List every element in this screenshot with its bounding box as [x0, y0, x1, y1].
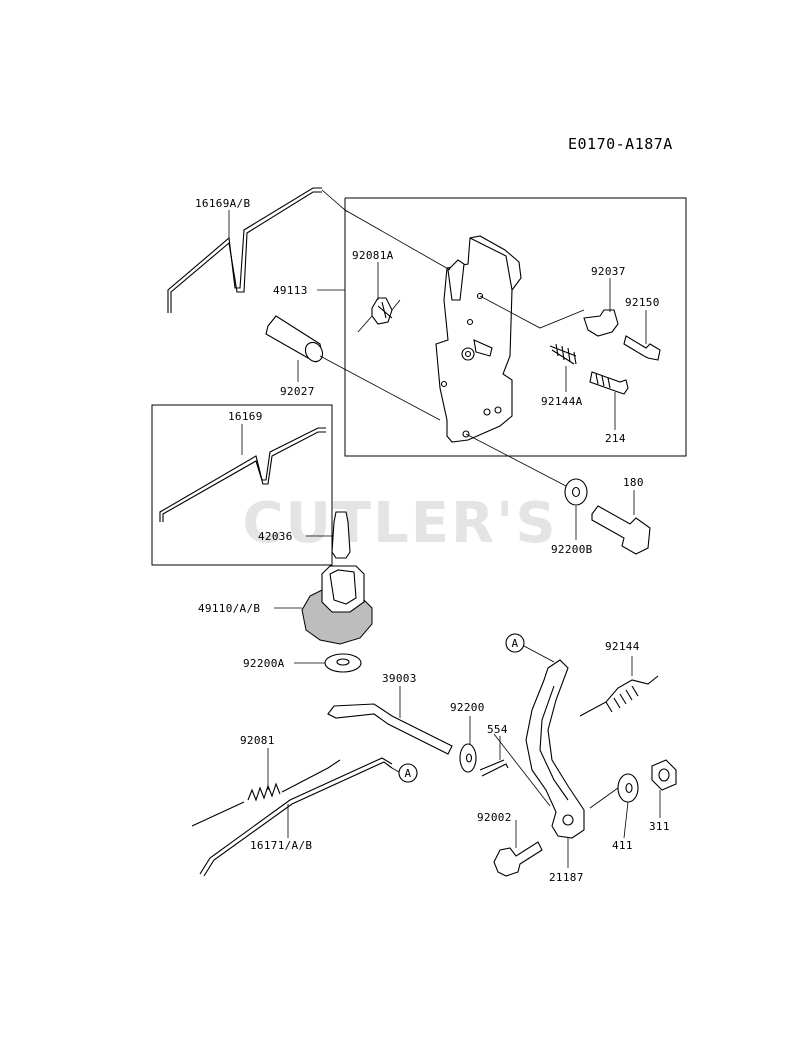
label-21187: 21187	[549, 871, 584, 884]
label-92144: 92144	[605, 640, 640, 653]
clamp-92037	[583, 309, 619, 337]
pin-554	[479, 759, 509, 777]
label-311: 311	[649, 820, 670, 833]
callout-a-upper: A	[505, 633, 525, 653]
callout-a-lower: A	[398, 763, 418, 783]
pin-42036	[331, 511, 351, 559]
governor-arm-21187	[525, 659, 585, 839]
label-214: 214	[605, 432, 626, 445]
label-180: 180	[623, 476, 644, 489]
leader-lines	[228, 189, 661, 868]
watermark: CUTLER'S	[242, 491, 557, 556]
label-92150: 92150	[625, 296, 660, 309]
label-16169ab: 16169A/B	[195, 197, 250, 210]
link-rod-16171	[199, 757, 393, 875]
bolt-92002	[493, 841, 543, 877]
governor-rod-16169	[159, 427, 326, 522]
bolt-180	[591, 505, 651, 555]
label-39003: 39003	[382, 672, 417, 685]
spring-92081a	[371, 297, 393, 325]
nut-311	[651, 759, 677, 791]
label-92037: 92037	[591, 265, 626, 278]
rod-group-box	[151, 404, 333, 566]
spring-92081	[191, 759, 341, 827]
label-92081: 92081	[240, 734, 275, 747]
bracket-group-box	[344, 197, 687, 457]
label-16169: 16169	[228, 410, 263, 423]
label-49113: 49113	[273, 284, 308, 297]
label-92002: 92002	[477, 811, 512, 824]
label-92027: 92027	[280, 385, 315, 398]
svg-text:A: A	[512, 637, 519, 650]
label-42036: 42036	[258, 530, 293, 543]
governor-rod-16169ab	[167, 187, 322, 313]
screw-214	[589, 371, 629, 395]
label-411: 411	[612, 839, 633, 852]
bolt-92150	[623, 335, 661, 361]
diagram-code: E0170-A187A	[568, 135, 673, 153]
label-92144a: 92144A	[541, 395, 583, 408]
spring-92144	[579, 675, 659, 717]
label-554: 554	[487, 723, 508, 736]
label-92200b: 92200B	[551, 543, 593, 556]
label-92200a: 92200A	[243, 657, 285, 670]
spring-92144a	[549, 343, 577, 365]
shaft-39003	[327, 703, 453, 755]
label-16171ab: 16171/A/B	[250, 839, 312, 852]
label-92200: 92200	[450, 701, 485, 714]
label-92081a: 92081A	[352, 249, 394, 262]
svg-text:A: A	[405, 767, 412, 780]
label-49110ab: 49110/A/B	[198, 602, 260, 615]
